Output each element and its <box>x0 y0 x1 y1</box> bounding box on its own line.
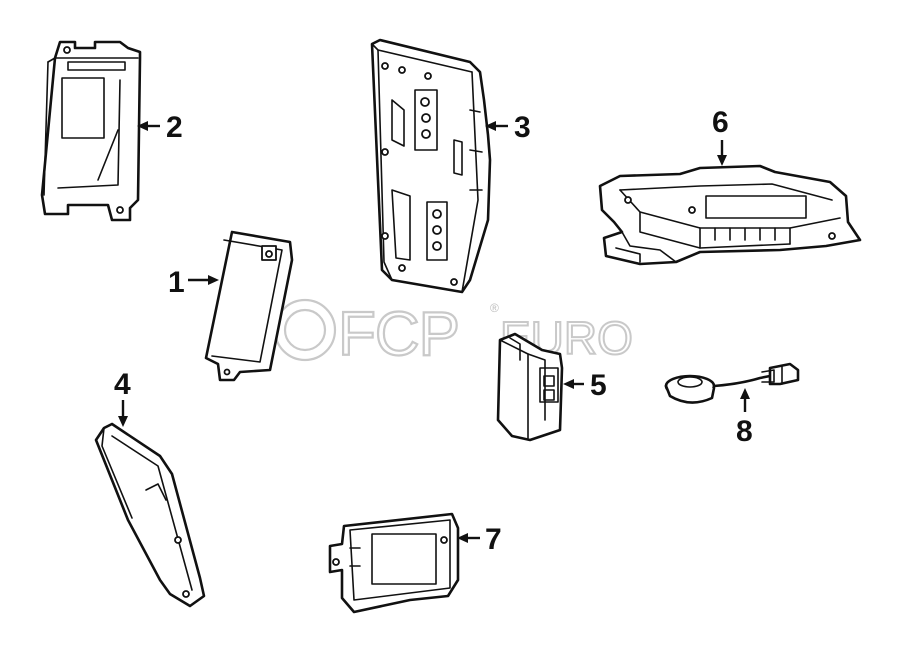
part-4-control-module <box>94 422 206 608</box>
callout-2: 2 <box>137 111 183 144</box>
part-5-relay-module <box>496 332 564 442</box>
callout-1: 1 <box>168 266 219 299</box>
callout-8: 8 <box>736 388 753 448</box>
callout-5: 5 <box>563 369 607 402</box>
callout-4: 4 <box>114 368 131 427</box>
callout-1-arrowhead <box>208 275 219 285</box>
callout-2-number: 2 <box>166 111 183 144</box>
part-3-fuse-panel <box>370 38 492 294</box>
part-6-control-unit <box>598 164 862 266</box>
callout-8-number: 8 <box>736 415 753 448</box>
part-7-control-module <box>328 512 460 614</box>
watermark-brand-main: FCP <box>338 300 459 369</box>
part-1-control-module <box>204 230 294 382</box>
callout-6-arrowhead <box>717 155 727 166</box>
part-2-control-module <box>40 40 142 222</box>
watermark-registered-mark: ® <box>490 301 499 315</box>
watermark-ring-inner <box>283 308 327 352</box>
callout-7: 7 <box>457 523 502 556</box>
callout-6: 6 <box>712 106 729 166</box>
callout-3-arrowhead <box>485 121 496 131</box>
callout-7-number: 7 <box>485 523 502 556</box>
callout-6-number: 6 <box>712 106 729 139</box>
callout-7-arrowhead <box>457 533 468 543</box>
callout-5-number: 5 <box>590 369 607 402</box>
callout-3-number: 3 <box>514 111 531 144</box>
callout-2-arrowhead <box>137 121 148 131</box>
callout-3: 3 <box>485 111 531 144</box>
callout-4-arrowhead <box>118 416 128 427</box>
fcp-euro-watermark: FCP ® EURO <box>273 298 634 370</box>
callout-8-arrowhead <box>740 388 750 399</box>
callout-5-arrowhead <box>563 379 574 389</box>
part-8-sensor <box>664 362 800 404</box>
callout-4-number: 4 <box>114 368 131 401</box>
callout-1-number: 1 <box>168 266 185 299</box>
